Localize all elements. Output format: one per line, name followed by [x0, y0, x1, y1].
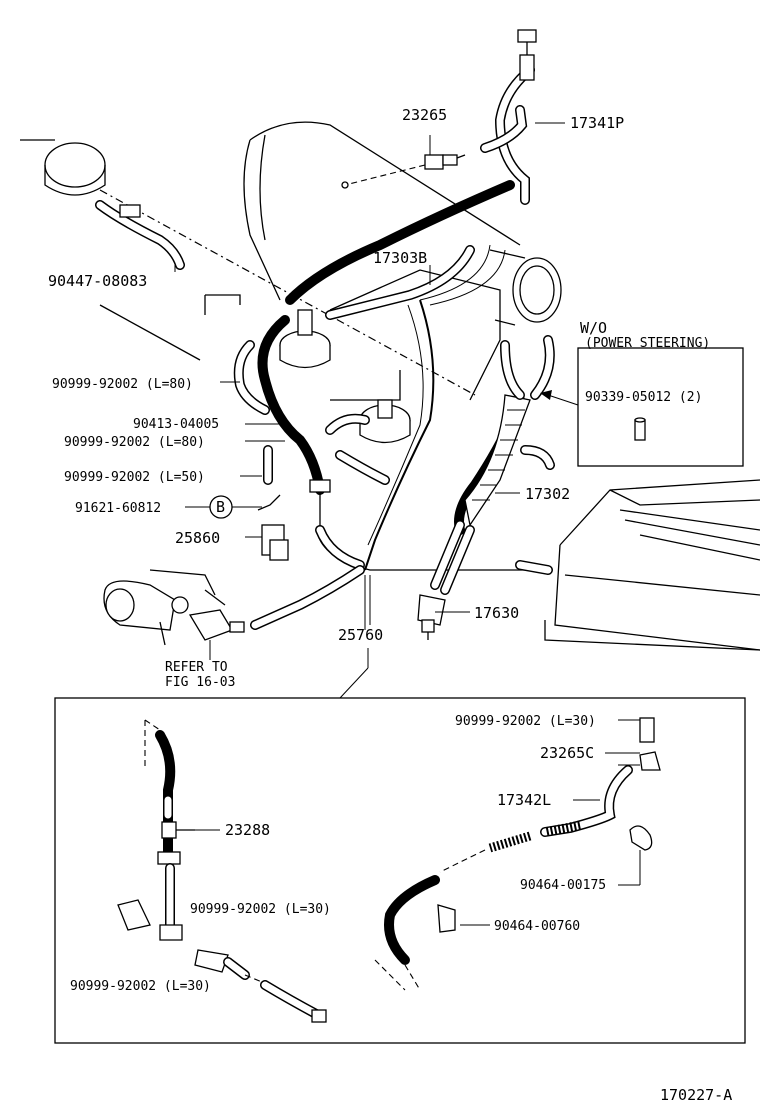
engine-outline [20, 121, 760, 651]
leader-lines [174, 122, 579, 660]
detail-label-90999-l30-b: 90999-92002 (L=30) [190, 902, 331, 917]
label-25760: 25760 [338, 626, 383, 644]
label-17341p: 17341P [570, 114, 624, 132]
label-90413-04005: 90413-04005 [133, 417, 219, 432]
label-17303b: 17303B [373, 249, 427, 267]
detail-label-23265c: 23265C [540, 744, 594, 762]
label-91621-60812: 91621-60812 [75, 501, 161, 516]
valve-23265 [341, 154, 466, 189]
detail-label-90464-00760: 90464-00760 [494, 919, 580, 934]
detail-label-23288: 23288 [225, 821, 270, 839]
label-90999-l50: 90999-92002 (L=50) [64, 470, 205, 485]
detail-label-90999-l30-a: 90999-92002 (L=30) [455, 714, 596, 729]
label-power-steering: (POWER STEERING) [585, 336, 710, 351]
label-25860: 25860 [175, 529, 220, 547]
vacuum-hoses [95, 29, 555, 641]
detail-label-90999-l30-c: 90999-92002 (L=30) [70, 979, 211, 994]
detail-box [54, 648, 746, 1044]
detail-label-17342l: 17342L [497, 791, 551, 809]
detail-label-90464-00175: 90464-00175 [520, 878, 606, 893]
label-17630: 17630 [474, 604, 519, 622]
label-23265: 23265 [402, 106, 447, 124]
power-steering-inset [577, 347, 744, 467]
label-90339-05012: 90339-05012 (2) [585, 390, 702, 405]
label-90447-08083: 90447-08083 [48, 272, 147, 290]
label-wo: W/O [580, 319, 607, 337]
part-labels: 23265 17341P 90447-08083 17303B W/O (POW… [48, 106, 732, 1104]
label-refer-to: REFER TO [165, 660, 228, 675]
diagram-id: 170227-A [660, 1086, 732, 1104]
callout-b: B [216, 498, 225, 516]
label-90999-l80-a: 90999-92002 (L=80) [52, 377, 193, 392]
label-90999-l80-b: 90999-92002 (L=80) [64, 435, 205, 450]
label-fig-ref: FIG 16-03 [165, 675, 235, 690]
label-17302: 17302 [525, 485, 570, 503]
